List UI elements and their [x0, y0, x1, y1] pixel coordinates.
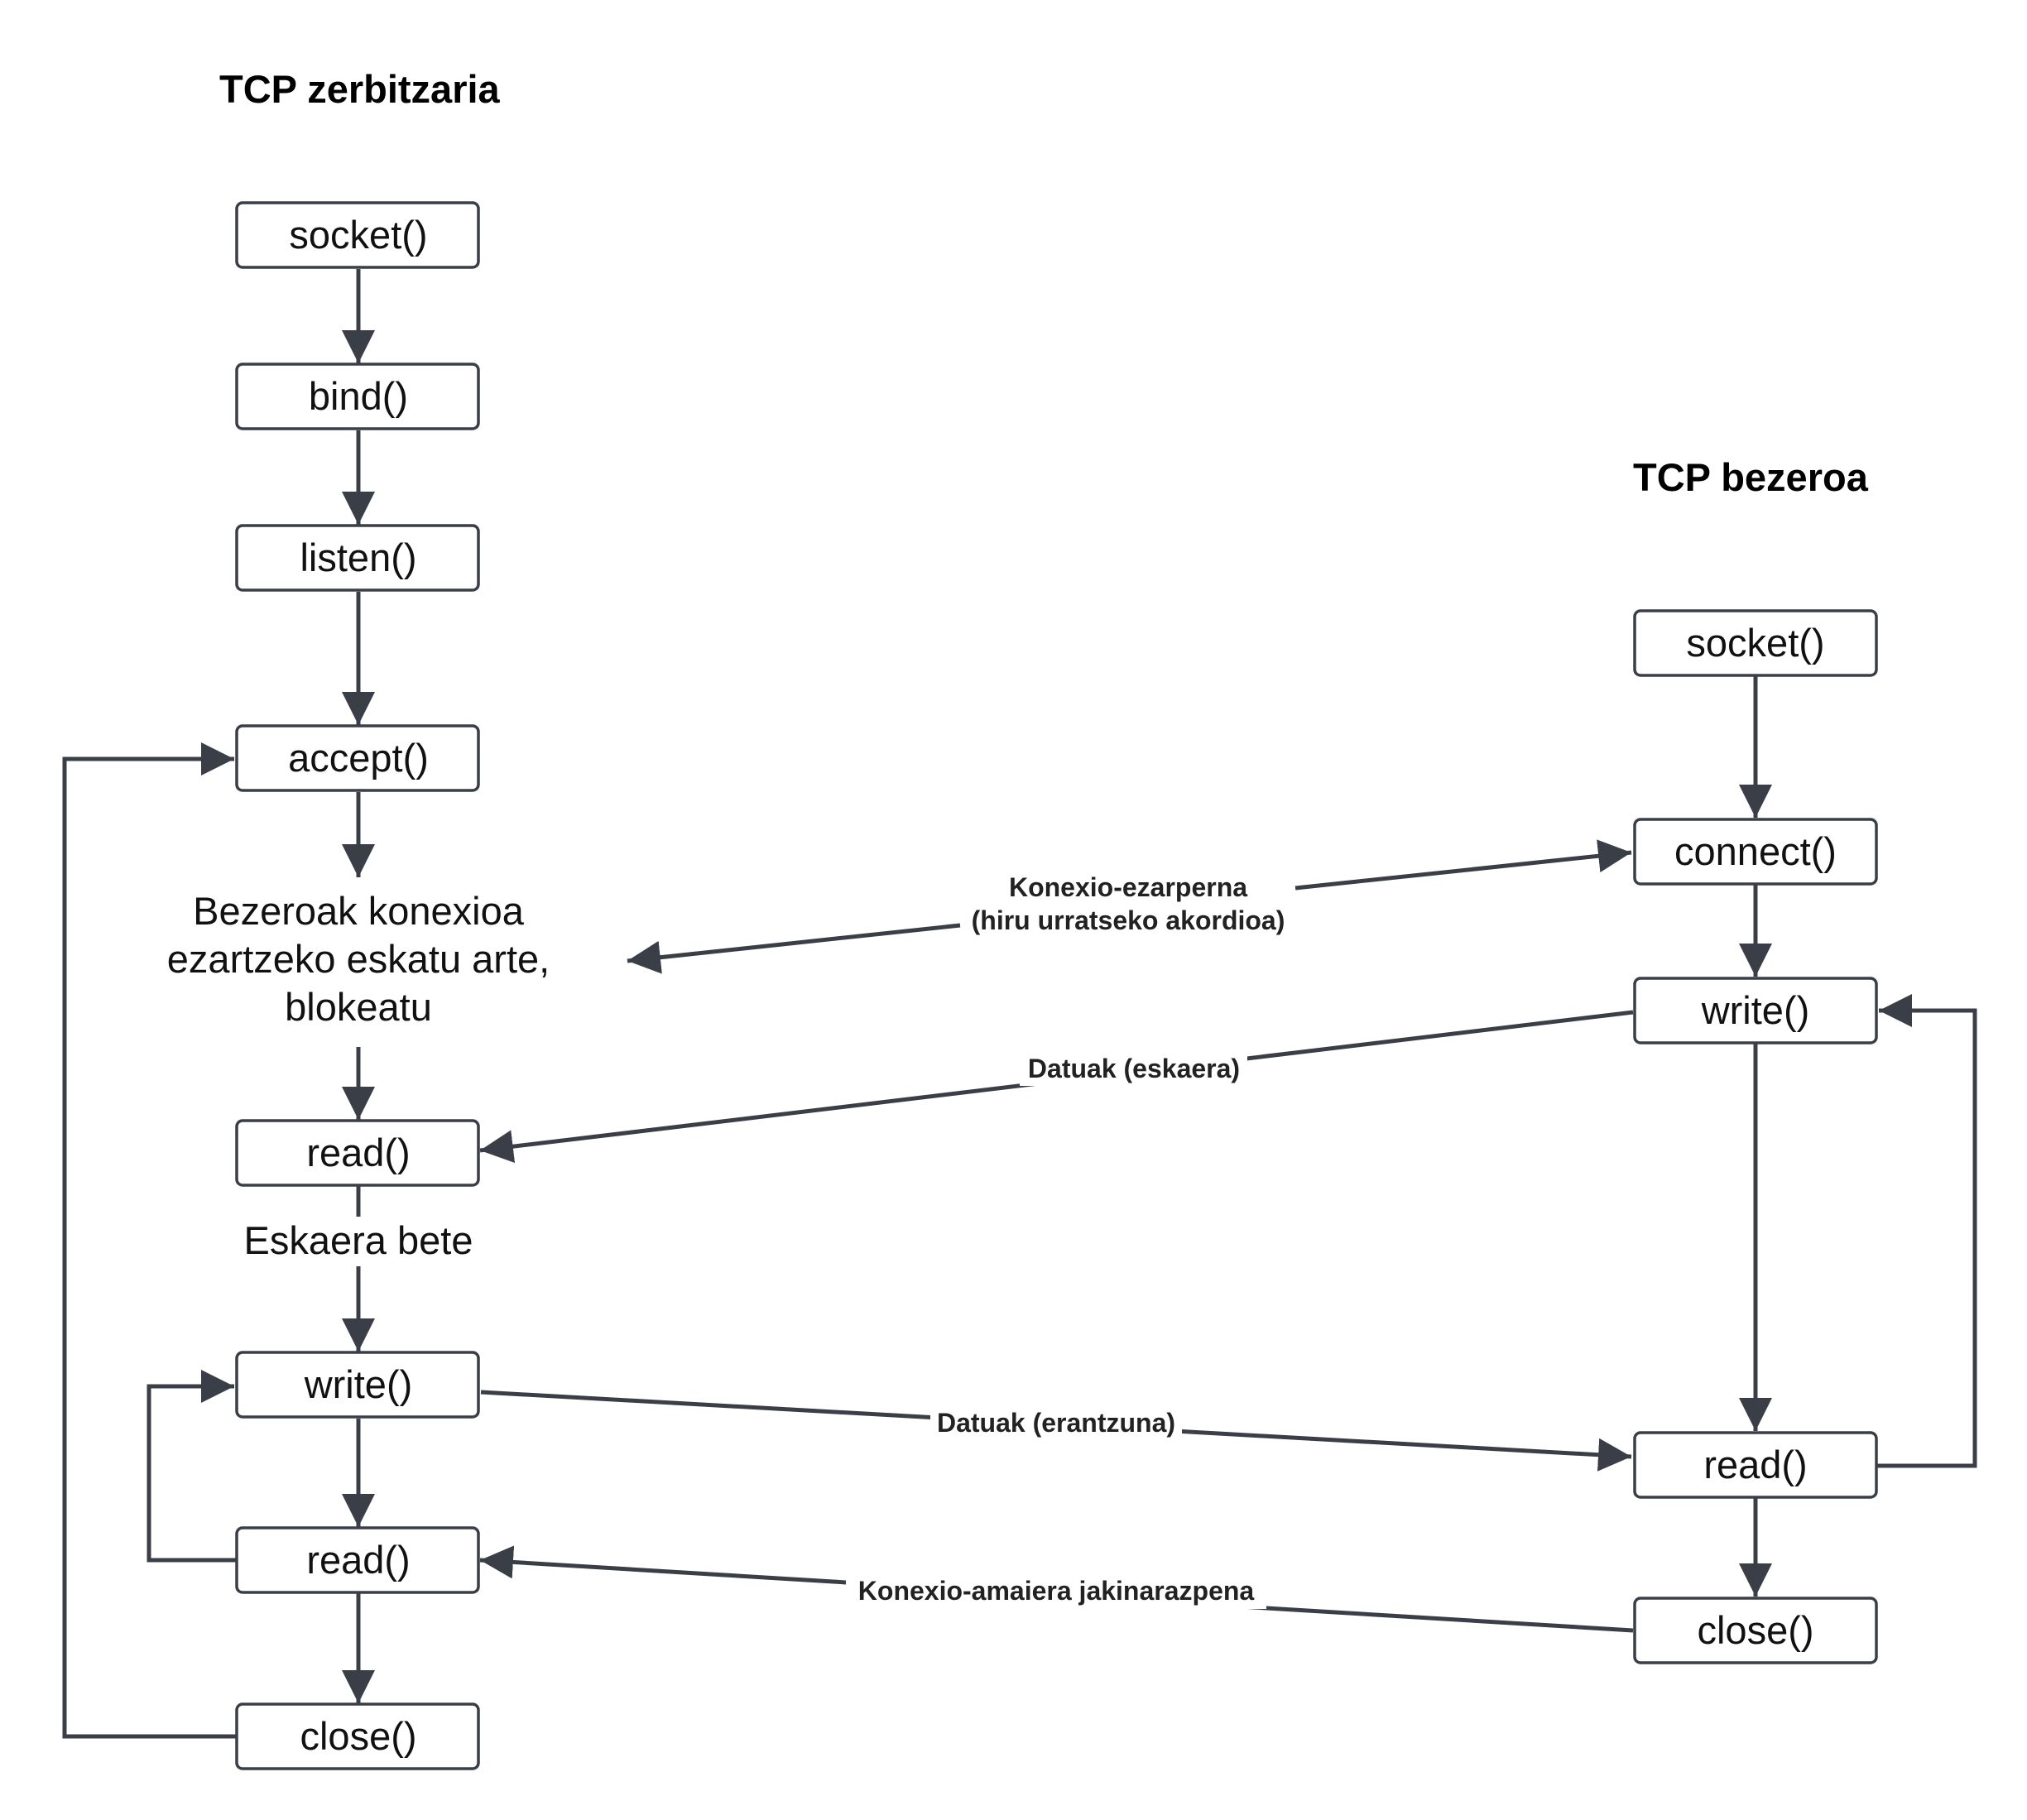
server-accept-label: accept(): [288, 736, 429, 780]
client-read-node: read(): [1633, 1431, 1878, 1499]
server-write-label: write(): [304, 1362, 413, 1406]
server-listen-label: listen(): [300, 535, 416, 579]
msg-handshake-to-server: [627, 923, 961, 974]
server-title: TCP zerbitzaria: [219, 67, 501, 111]
response-label: Datuak (erantzuna): [937, 1408, 1175, 1438]
client-connect-label: connect(): [1674, 829, 1837, 873]
handshake-label-line2: (hiru urratseko akordioa): [972, 905, 1285, 935]
edge-close-loop-accept: [62, 742, 237, 1739]
response-label-bg: [930, 1405, 1182, 1441]
server-nodes: socket() bind() listen() accept() Bezero…: [167, 201, 550, 1770]
server-socket-label: socket(): [289, 213, 427, 257]
server-bind-node: bind(): [235, 363, 480, 430]
server-bind-label: bind(): [309, 374, 408, 418]
block-text-line3: blokeatu: [285, 985, 432, 1029]
client-socket-node: socket(): [1633, 609, 1878, 677]
server-read-label: read(): [306, 1131, 410, 1174]
server-write-node: write(): [235, 1351, 480, 1419]
request-label-bg: [1020, 1049, 1247, 1086]
client-nodes: socket() connect() write() read() close(…: [1633, 609, 1878, 1664]
edge-cread-loop-cwrite: [1877, 994, 1977, 1468]
client-write-node: write(): [1633, 977, 1878, 1044]
server-process-text: Eskaera bete: [244, 1218, 473, 1262]
server-read2-node: read(): [235, 1526, 480, 1594]
server-listen-node: listen(): [235, 524, 480, 592]
server-flow-edges: [62, 269, 375, 1739]
cross-messages: Konexio-ezarperna (hiru urratseko akordi…: [479, 839, 1634, 1633]
client-write-label: write(): [1701, 988, 1810, 1032]
end-notice-label-bg: [846, 1573, 1266, 1609]
msg-handshake-to-connect: [1294, 839, 1632, 891]
client-connect-node: connect(): [1633, 818, 1878, 886]
client-close-label: close(): [1697, 1608, 1813, 1652]
client-socket-label: socket(): [1686, 621, 1824, 665]
client-close-node: close(): [1633, 1597, 1878, 1664]
server-block-text: Bezeroak konexioa ezartzeko eskatu arte,…: [167, 889, 550, 1029]
server-read-node: read(): [235, 1119, 480, 1187]
client-title: TCP bezeroa: [1633, 455, 1869, 499]
block-text-line2: ezartzeko eskatu arte,: [167, 937, 550, 981]
end-notice-label: Konexio-amaiera jakinarazpena: [858, 1576, 1255, 1606]
request-label: Datuak (eskaera): [1028, 1054, 1240, 1083]
client-flow-edges: [1739, 676, 1977, 1597]
handshake-label-line1: Konexio-ezarperna: [1009, 872, 1247, 902]
server-close-node: close(): [235, 1702, 480, 1770]
server-accept-node: accept(): [235, 724, 480, 792]
server-read2-label: read(): [306, 1538, 410, 1582]
server-socket-node: socket(): [235, 201, 480, 269]
server-close-label: close(): [300, 1714, 416, 1758]
client-read-label: read(): [1703, 1443, 1807, 1486]
edge-read2-loop-write: [147, 1370, 237, 1563]
block-text-line1: Bezeroak konexioa: [193, 889, 525, 933]
